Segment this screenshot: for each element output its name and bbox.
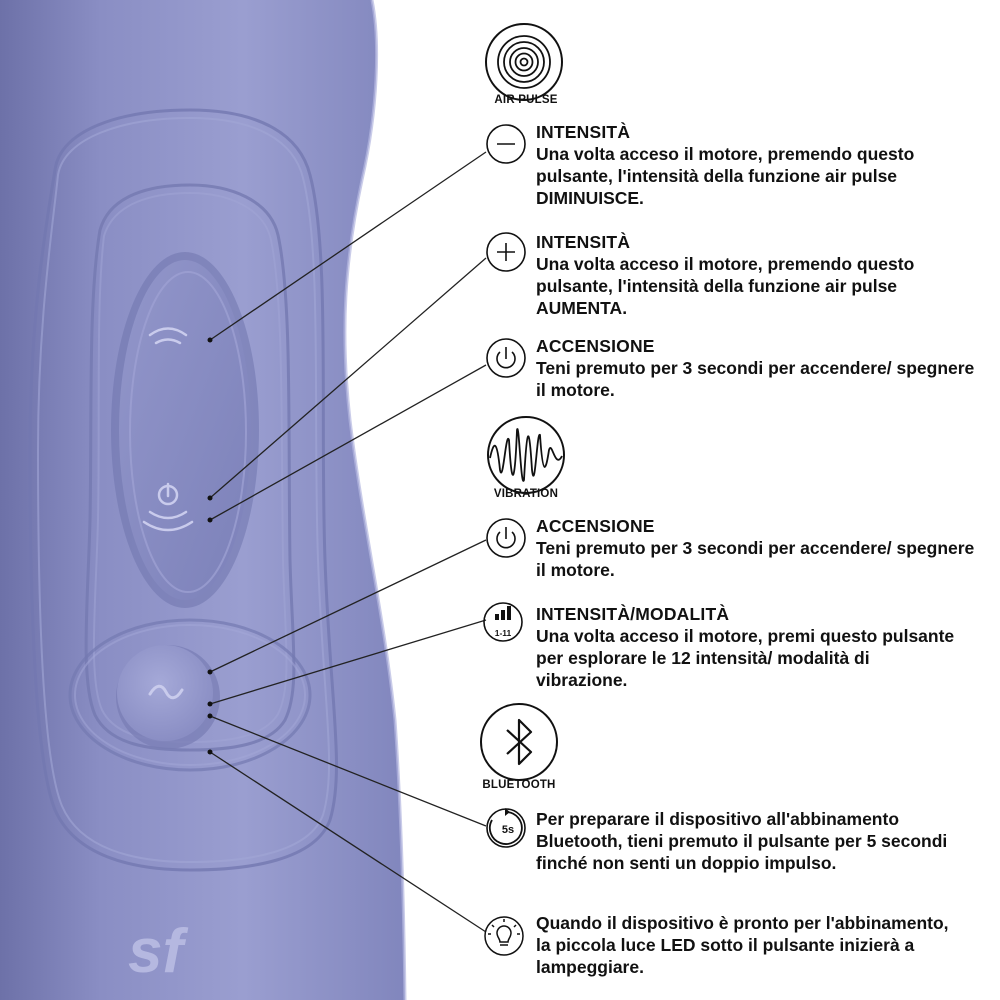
air-pulse-label: AIR PULSE <box>494 94 558 106</box>
bt-led-text: Quando il dispositivo è pronto per l'abb… <box>536 913 949 977</box>
vibration-button-symbol[interactable] <box>148 684 184 700</box>
vib-power-text: Teni premuto per 3 secondi per accendere… <box>536 538 975 580</box>
air-pulse-power-symbol[interactable] <box>142 482 194 532</box>
bluetooth-icon <box>480 703 558 781</box>
vib-power-description: ACCENSIONE Teni premuto per 3 secondi pe… <box>536 515 986 581</box>
minus-icon <box>486 124 526 164</box>
pointer-air-power <box>209 364 487 521</box>
air-minus-description: INTENSITÀ Una volta acceso il motore, pr… <box>536 121 986 209</box>
vibration-wave-icon <box>487 416 565 494</box>
intensity-bars-icon: 1-11 <box>483 602 523 642</box>
air-power-text: Teni premuto per 3 secondi per accendere… <box>536 358 975 400</box>
air-pulse-button-symbol[interactable] <box>148 327 188 345</box>
bt-pair-description: Per preparare il dispositivo all'abbinam… <box>536 808 986 874</box>
lightbulb-icon <box>484 916 524 956</box>
pointer-vib-mode <box>209 619 487 705</box>
air-pulse-icon <box>485 23 563 101</box>
brand-logo: sf <box>128 917 188 986</box>
svg-text:sf: sf <box>128 917 188 986</box>
pointer-air-minus <box>209 151 487 341</box>
vib-power-title: ACCENSIONE <box>536 516 655 536</box>
air-plus-text: Una volta acceso il motore, premendo que… <box>536 254 915 318</box>
pointer-bt-led <box>209 751 487 933</box>
air-minus-text: Una volta acceso il motore, premendo que… <box>536 144 915 208</box>
power-icon <box>486 518 526 558</box>
air-minus-title: INTENSITÀ <box>536 122 631 142</box>
air-power-title: ACCENSIONE <box>536 336 655 356</box>
vib-mode-title: INTENSITÀ/MODALITÀ <box>536 604 730 624</box>
pointer-bt-pair <box>209 715 487 827</box>
bluetooth-label: BLUETOOTH <box>482 779 556 791</box>
svg-text:5s: 5s <box>502 824 514 836</box>
pointer-vib-power <box>209 539 487 673</box>
air-power-description: ACCENSIONE Teni premuto per 3 secondi pe… <box>536 335 986 401</box>
bt-led-description: Quando il dispositivo è pronto per l'abb… <box>536 912 986 978</box>
svg-text:1-11: 1-11 <box>495 628 512 638</box>
bt-pair-text: Per preparare il dispositivo all'abbinam… <box>536 809 948 873</box>
timer-5s-icon: 5s <box>486 808 526 848</box>
vib-mode-text: Una volta acceso il motore, premi questo… <box>536 626 955 690</box>
air-plus-description: INTENSITÀ Una volta acceso il motore, pr… <box>536 231 986 319</box>
pointer-dots <box>207 337 213 755</box>
vibration-label: VIBRATION <box>493 488 559 500</box>
pointer-air-plus <box>209 257 487 499</box>
vib-mode-description: INTENSITÀ/MODALITÀ Una volta acceso il m… <box>536 603 986 691</box>
air-plus-title: INTENSITÀ <box>536 232 631 252</box>
power-icon <box>486 338 526 378</box>
plus-icon <box>486 232 526 272</box>
pointer-lines <box>209 151 487 933</box>
device-body <box>0 0 407 1000</box>
